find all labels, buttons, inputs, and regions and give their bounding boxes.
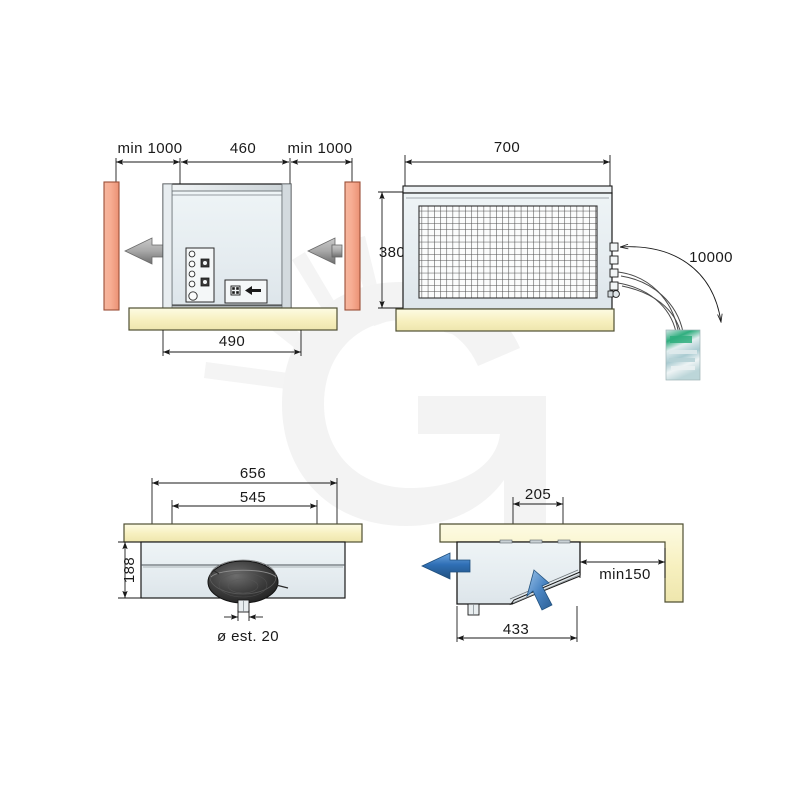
dim-cabinet-width: 490	[219, 333, 245, 350]
side-view-top-dimension	[404, 155, 611, 186]
control-panel[interactable]	[185, 247, 215, 303]
dim-hood-width: 460	[230, 140, 256, 157]
control-square-button-2[interactable]	[200, 277, 210, 287]
duct-stub	[237, 599, 250, 613]
dim-min-left-clearance: min 1000	[118, 140, 183, 157]
filter-release-arrow	[526, 569, 553, 611]
grid-icon	[230, 285, 241, 296]
front-view: min 1000 460 min 1000	[103, 140, 361, 356]
dim-body-height: 188	[121, 557, 138, 583]
dim-hood-height: 380	[379, 244, 405, 261]
dim-cable-length: 10000	[689, 249, 733, 266]
control-round-button-4[interactable]	[188, 280, 196, 288]
hood-body-side	[402, 185, 613, 310]
side-view-height-dimension	[378, 191, 406, 309]
motor-module-front	[224, 279, 268, 304]
product-label-swatch	[665, 329, 701, 381]
hood-body-section-side	[456, 539, 581, 616]
mesh-filter	[418, 205, 598, 299]
dim-hood-depth-overall: 700	[494, 139, 520, 156]
dimension-188-geometry	[118, 541, 143, 599]
bottom-right-view: 205	[421, 486, 684, 642]
counter-top-side	[395, 308, 615, 332]
dimension-min150-geometry	[579, 548, 666, 578]
dimension-duct-geometry	[224, 610, 263, 621]
control-round-button-2[interactable]	[188, 260, 196, 268]
counter-top-front	[128, 307, 338, 331]
dimension-656-geometry	[151, 478, 338, 526]
wall-panel-right	[344, 181, 361, 311]
power-cable	[617, 271, 684, 335]
counter-top-bl	[123, 523, 363, 543]
dim-duct-diameter: ø est. 20	[217, 628, 279, 645]
wall-panel-left	[103, 181, 120, 311]
dim-body-depth: 433	[503, 621, 529, 638]
dim-outer-width: 656	[240, 465, 266, 482]
dimension-545-geometry	[171, 500, 318, 526]
control-round-button-5[interactable]	[188, 291, 198, 301]
counter-wall-assembly	[439, 523, 684, 603]
airflow-arrow-right	[307, 237, 343, 265]
cable-length-leader	[621, 247, 721, 322]
fan-direction-icon	[245, 286, 261, 295]
side-view: 700 380	[378, 139, 733, 381]
control-round-button-1[interactable]	[188, 250, 196, 258]
control-round-button-3[interactable]	[188, 270, 196, 278]
dim-inner-width: 545	[240, 489, 266, 506]
dimension-205-geometry	[512, 497, 564, 528]
cable-connector-block	[607, 242, 620, 298]
control-square-button-1[interactable]	[200, 258, 210, 268]
bottom-left-view: 656 545 188	[118, 465, 363, 645]
dim-min-right-clearance: min 1000	[288, 140, 353, 157]
dim-min-rear-clearance: min150	[599, 566, 651, 583]
front-view-bottom-dimension	[162, 330, 302, 356]
dim-mount-offset: 205	[525, 486, 551, 503]
extraction-arrow	[421, 552, 471, 580]
dimension-433-geometry	[456, 606, 578, 642]
